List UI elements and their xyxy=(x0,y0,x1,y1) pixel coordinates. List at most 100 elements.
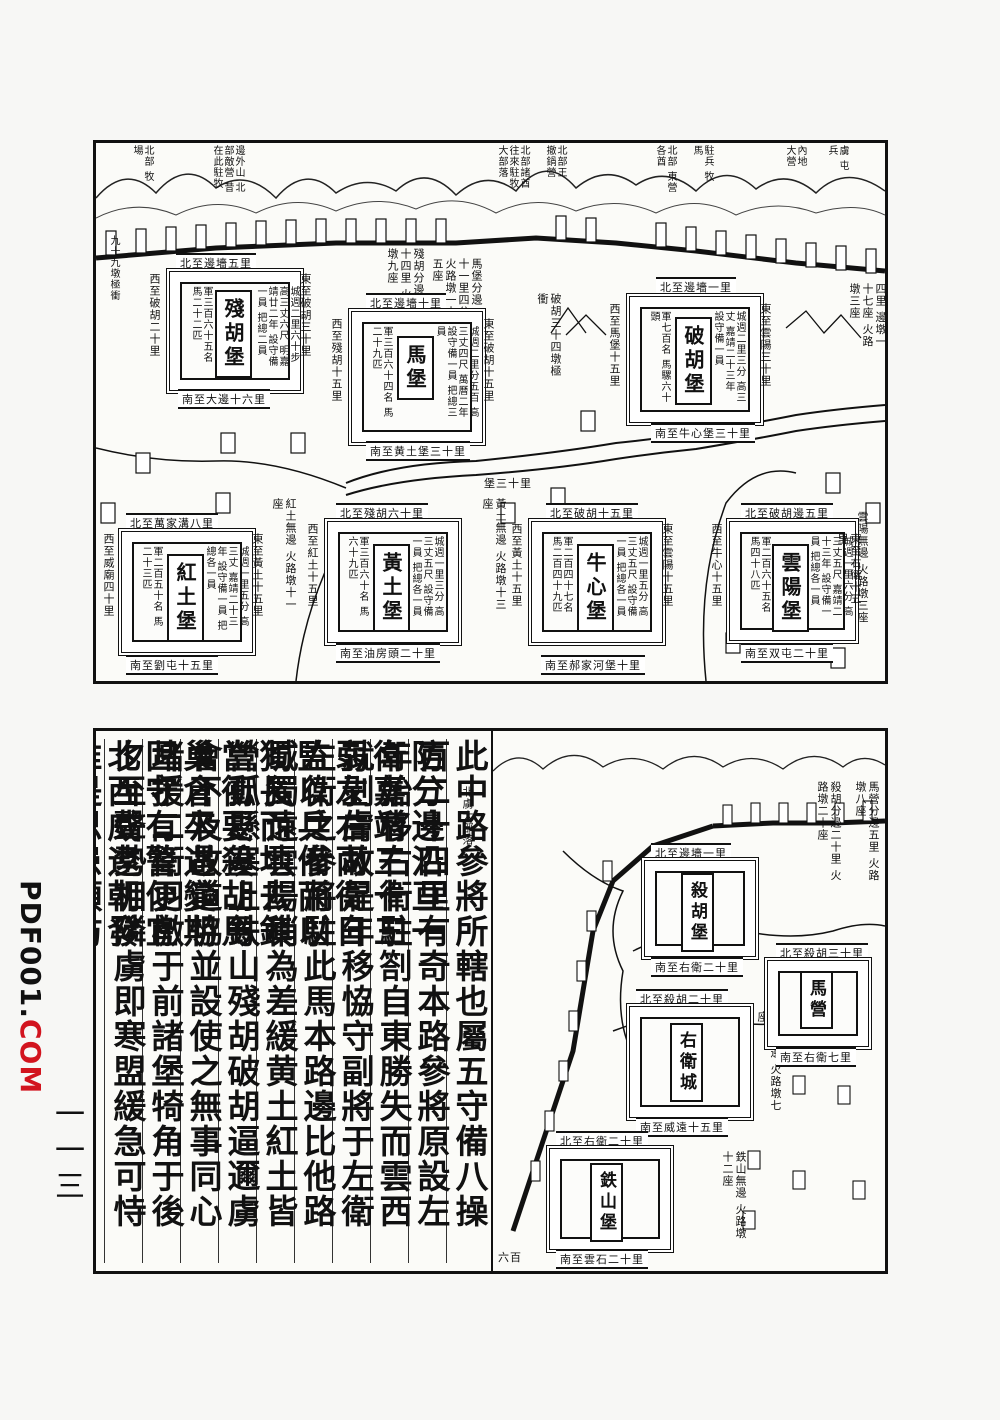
fort-yunyang-name: 雲陽堡 xyxy=(772,544,809,632)
label-mabao-fenbian: 馬堡分邊二十一里四分 火路墩一十五座 xyxy=(431,258,483,318)
label-top-note-3: 北部王 撤鍋營 xyxy=(544,145,566,178)
label-hongtu-line: 紅土無邊 火路墩十一座 xyxy=(271,498,297,611)
top-map-terrain xyxy=(96,170,885,681)
text-column-3: 年始移右衛駐劄自東勝失而雲西弱左右兩衛日 xyxy=(330,739,415,1263)
bottom-wall xyxy=(510,823,714,1232)
label-bottom-left-note: 北虜大部落 xyxy=(461,786,474,846)
label-top-note-4: 北部 東營 各酋 xyxy=(654,145,676,194)
fort-shahu-name: 殺胡堡 xyxy=(681,873,714,952)
fort-tieshan: 鉄山堡 xyxy=(546,1145,674,1253)
youwei-south: 南至威遠十五里 xyxy=(636,1117,728,1137)
fort-youwei: 右衛城 xyxy=(626,1003,754,1121)
fort-shahu: 殺胡堡 xyxy=(641,857,759,960)
text-column-6: 城獨遠雲陽稍為差緩黄土紅土皆當衝要殺胡馬 xyxy=(216,739,301,1263)
label-pohu-34: 破胡三十四墩極衝 xyxy=(536,293,562,377)
text-column-4: 就剥膚故是年移恊守副將于左衛監以兵備而以 xyxy=(292,739,377,1263)
text-column-9: 堵援二衛羽檄于前諸堡犄角于後北西威遠朝發 xyxy=(102,739,187,1263)
hills-east xyxy=(785,310,862,339)
fort-pohu-name: 破胡堡 xyxy=(675,317,712,405)
fort-cantian-garrison: 軍三百六十五名 馬二十二匹 xyxy=(190,286,212,363)
fort-mabao-desc: 城週二里分五百 高三丈四尺 萬曆二年 設守備一員 把總三員 xyxy=(434,326,478,419)
fort-maying: 馬營 xyxy=(764,957,872,1050)
label-maying-fenbian: 馬營分邊五里 火路墩八座 xyxy=(854,781,880,882)
mountain-lower-line xyxy=(96,200,885,219)
huangtu-south: 南至油房頭二十里 xyxy=(336,643,440,663)
cantian-west: 西至破胡二十里 xyxy=(148,273,161,357)
fort-pohu-garrison: 軍七百名 馬騾六十頭 xyxy=(648,311,670,404)
label-top-note-5: 駐兵 牧馬 xyxy=(691,145,713,183)
hongtu-south: 南至劉屯十五里 xyxy=(126,655,218,675)
fort-yunyang-garrison: 軍二百六十五名 馬四十八匹 xyxy=(748,536,770,613)
label-huangtu-line: 黃土無邊 火路墩十三座 xyxy=(481,498,507,611)
river-upper xyxy=(345,404,885,484)
road-southeast xyxy=(702,470,797,681)
text-column-1: 此中路參將所轄也屬五守備八操防分邊沿亘一 xyxy=(406,739,491,1263)
fort-hongtu-name: 紅土堡 xyxy=(167,554,204,642)
niuxin-south: 南至郝家河堡十里 xyxy=(541,655,645,675)
mountain-ridge-line xyxy=(96,170,885,200)
text-column-10: 夕至聲勢相隣虜即寒盟緩急可恃惟是思患預防 xyxy=(96,739,149,1263)
fort-niuxin-garrison: 軍二百四十七名 馬二百四十九匹 xyxy=(550,536,572,613)
fort-maying-name: 馬營 xyxy=(800,971,833,1029)
mabao-south: 南至黄土堡三十里 xyxy=(366,441,470,461)
great-wall xyxy=(96,235,885,274)
label-top-note-2: 北部諸酋 往來駐牧 大部落 xyxy=(496,145,529,189)
tieshan-south: 南至雲石二十里 xyxy=(556,1249,648,1269)
fort-yunyang-desc: 城週一里六分 高三丈五尺 嘉靖二十三年 設守備一員 把總各一員 xyxy=(808,536,852,618)
fort-huangtu-garrison: 軍三百六十名 馬六十九匹 xyxy=(346,536,368,618)
bottom-mountains xyxy=(493,754,885,772)
wall-towers xyxy=(105,215,877,274)
label-pohu-fenbian: 破胡分邊十四里 邊墩一十七座 火路墩三座 xyxy=(848,283,887,348)
fort-niuxin-desc: 城週一里五分 高三丈五尺 設守備一員 把總各一員 xyxy=(614,536,647,618)
bottom-beacons xyxy=(742,1075,866,1230)
hongtu-east: 東至黃土十五里 xyxy=(251,533,264,617)
text-column-5: 左衛之參將駐此馬本路邊比他路獨長而地去鎮 xyxy=(254,739,339,1263)
fort-yunyang: 雲陽堡 城週一里六分 高三丈五尺 嘉靖二十三年 設守備一員 把總各一員 軍二百六… xyxy=(726,518,859,644)
label-top-note-8: 北部 牧場 xyxy=(131,145,153,183)
hills-mid xyxy=(550,306,607,336)
label-top-note-6: 內地 大營 xyxy=(784,145,806,167)
pohu-west: 西至馬堡十五里 xyxy=(608,303,621,387)
text-column-7: 營孤懸塞上鉄山殘胡破胡逼邇虜巢倉卒遇變期 xyxy=(178,739,263,1263)
road-west xyxy=(96,447,347,489)
fort-cantian-name: 殘胡堡 xyxy=(215,290,252,378)
label-tieshan-fenbian: 鉄山無邊 火路墩十二座 xyxy=(721,1151,747,1240)
bottom-wall-north xyxy=(712,818,885,829)
fort-tieshan-name: 鉄山堡 xyxy=(590,1163,623,1242)
label-yunyang-line: 雲陽無邊 火路墩三座 xyxy=(856,511,869,624)
mabao-west: 西至殘胡十五里 xyxy=(330,318,343,402)
cantian-east: 東至破胡三十里 xyxy=(299,273,312,357)
bottom-wall-towers xyxy=(530,800,873,1182)
top-map-panel: 九十九墩極衝 邊外山 北部敵營 昔在此駐牧 北部諸酋 往來駐牧 大部落 北部王 … xyxy=(93,140,888,684)
fort-cantian-desc: 城週二里六十步 高三丈六尺 明嘉靖廿二年 設守備一員 把總二員 xyxy=(255,286,299,368)
watermark-black: PDF001. xyxy=(14,880,47,1019)
maying-south: 南至右衛七里 xyxy=(776,1047,856,1067)
label-page-no: 六百 xyxy=(498,1251,522,1264)
text-block: 此中路參將所轄也屬五守備八操防分邊沿亘一 百二十四里有奇本路參將原設左衛嘉靖三十… xyxy=(96,731,493,1271)
pohu-south: 南至牛心堡三十里 xyxy=(651,423,755,443)
fort-huangtu-name: 黃土堡 xyxy=(373,544,410,632)
fort-cantian: 殘胡堡 城週二里六十步 高三丈六尺 明嘉靖廿二年 設守備一員 把總二員 軍三百六… xyxy=(166,268,304,394)
bottom-panel: 此中路參將所轄也屬五守備八操防分邊沿亘一 百二十四里有奇本路參將原設左衛嘉靖三十… xyxy=(93,728,888,1274)
niuxin-east: 東至雲陽十五里 xyxy=(661,523,674,607)
niuxin-west: 西至黃土十五里 xyxy=(510,523,523,607)
fort-hongtu-desc: 城週一里五分 高三丈 嘉靖二十三年 設守備一員 把總各一員 xyxy=(204,546,248,632)
label-ninety-towers: 九十九墩極衝 xyxy=(108,235,119,301)
huangtu-west: 西至紅土十五里 xyxy=(306,523,319,607)
label-top-note-1: 邊外山 北部敵營 昔在此駐牧 xyxy=(211,145,244,194)
pohu-east: 東至雲陽三十里 xyxy=(759,303,772,387)
hongtu-west: 西至威廟四十里 xyxy=(102,533,115,617)
watermark-red: COM xyxy=(14,1018,47,1095)
shahu-south: 南至右衛二十里 xyxy=(651,957,743,977)
label-shahu-fenbian: 殺胡分邊二十里 火路墩二十座 xyxy=(816,781,842,882)
fort-niuxin: 牛心堡 城週一里五分 高三丈五尺 設守備一員 把總各一員 軍二百四十七名 馬二百… xyxy=(528,518,666,646)
text-column-8: 會不及故道恊並設使之無事同心固守有警便宜 xyxy=(140,739,225,1263)
fort-youwei-name: 右衛城 xyxy=(670,1023,703,1102)
fort-huangtu-desc: 城週一里三分 高三丈五尺 設守備一員 把總各一員 xyxy=(410,536,443,618)
fort-mabao: 馬堡 城週二里分五百 高三丈四尺 萬曆二年 設守備一員 把總三員 軍三百六十四名… xyxy=(348,308,486,446)
fort-pohu: 破胡堡 城週二里三分 高三丈 嘉靖二十三年 設守備一員 軍七百名 馬騾六十頭 xyxy=(626,293,764,426)
yunyang-south: 南至双屯二十里 xyxy=(741,643,833,663)
fort-niuxin-name: 牛心堡 xyxy=(577,544,614,632)
page-number: 一一三 xyxy=(49,1098,84,1206)
label-top-note-7: 虜 屯兵 xyxy=(826,145,848,172)
